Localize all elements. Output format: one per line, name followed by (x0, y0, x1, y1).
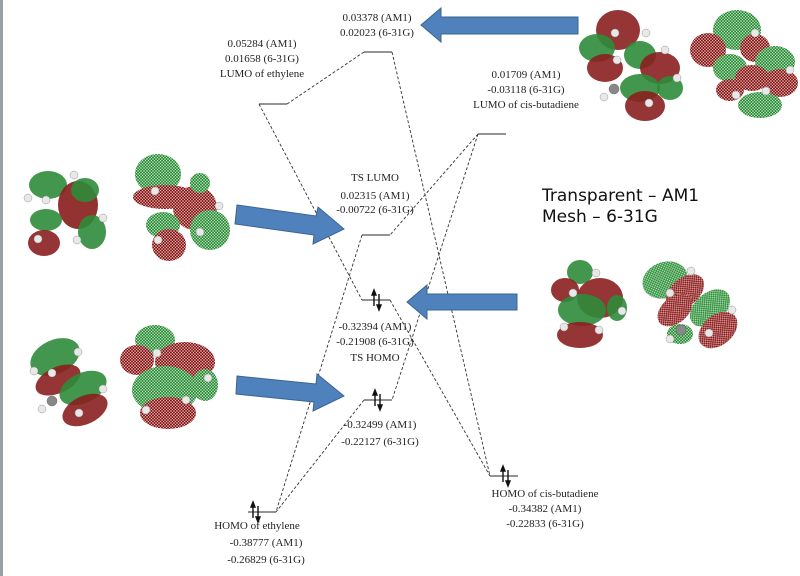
orbital-left-upper-transparent (23, 170, 108, 256)
arrow-left-upper-right-pointing (234, 204, 345, 245)
orbital-top-transparent (579, 10, 683, 121)
orbital-right-mesh (642, 261, 738, 349)
arrow-mid-left-pointing (406, 283, 518, 321)
homo-butadiene-am1: -0.34382 (AM1) (509, 503, 582, 515)
homo-butadiene-631g: -0.22833 (6-31G) (506, 518, 584, 530)
electron-pair-ts-homo2 (371, 388, 384, 412)
homo-ethylene-am1: -0.38777 (AM1) (230, 537, 303, 549)
orbital-left-lower-mesh (120, 325, 218, 429)
ts-homo2-631g: -0.22127 (6-31G) (341, 436, 419, 448)
legend-mesh: Mesh – 6-31G (542, 207, 658, 227)
orbital-right-transparent (551, 260, 627, 348)
ts-homo-631g: -0.21908 (6-31G) (336, 336, 414, 348)
lumo-butadiene-am1: 0.01709 (AM1) (491, 69, 560, 81)
homo-ethylene-name: HOMO of ethylene (214, 520, 300, 532)
conn-lumoeth-tshomo (258, 103, 363, 301)
electron-pair-homo-butadiene (499, 464, 512, 488)
top-ts-631g: 0.02023 (6-31G) (340, 27, 414, 39)
conn-tshomo2-homoeth (275, 399, 365, 513)
orbital-left-lower-transparent (29, 338, 108, 427)
ts-lumo-am1: 0.02315 (AM1) (340, 190, 409, 202)
legend-transparent: Transparent – AM1 (541, 186, 699, 206)
lumo-ethylene-name: LUMO of ethylene (220, 68, 304, 80)
orbital-top-mesh (690, 10, 798, 118)
ts-homo-am1: -0.32394 (AM1) (339, 321, 412, 333)
left-frame-border (0, 0, 3, 576)
ts-homo-name: TS HOMO (350, 352, 399, 364)
electron-pair-homo-ethylene (249, 500, 262, 524)
homo-ethylene-631g: -0.26829 (6-31G) (227, 554, 305, 566)
electron-pair-ts-homo (370, 288, 383, 312)
orbital-left-upper-mesh (133, 154, 230, 261)
conn-tshomo-homobut (389, 299, 491, 477)
conn-top-homobut (391, 51, 491, 477)
top-ts-am1: 0.03378 (AM1) (342, 12, 411, 24)
lumo-butadiene-631g: -0.03118 (6-31G) (487, 84, 565, 96)
ts-lumo-name: TS LUMO (351, 172, 399, 184)
conn-tslumo-homoeth (275, 234, 363, 513)
ts-lumo-631g: -0.00722 (6-31G) (336, 204, 414, 216)
lumo-ethylene-am1: 0.05284 (AM1) (227, 38, 296, 50)
lumo-butadiene-name: LUMO of cis-butadiene (473, 99, 579, 111)
conn-lumoeth-top (286, 51, 365, 105)
arrow-top-left-pointing (420, 6, 579, 44)
ts-homo2-am1: -0.32499 (AM1) (344, 419, 417, 431)
arrow-left-lower-right-pointing (235, 373, 345, 412)
conn-lumobut-tslumo (389, 133, 479, 236)
lumo-ethylene-631g: 0.01658 (6-31G) (225, 53, 299, 65)
conn-lumobut-tshomo2 (391, 133, 479, 401)
homo-butadiene-name: HOMO of cis-butadiene (492, 488, 599, 500)
